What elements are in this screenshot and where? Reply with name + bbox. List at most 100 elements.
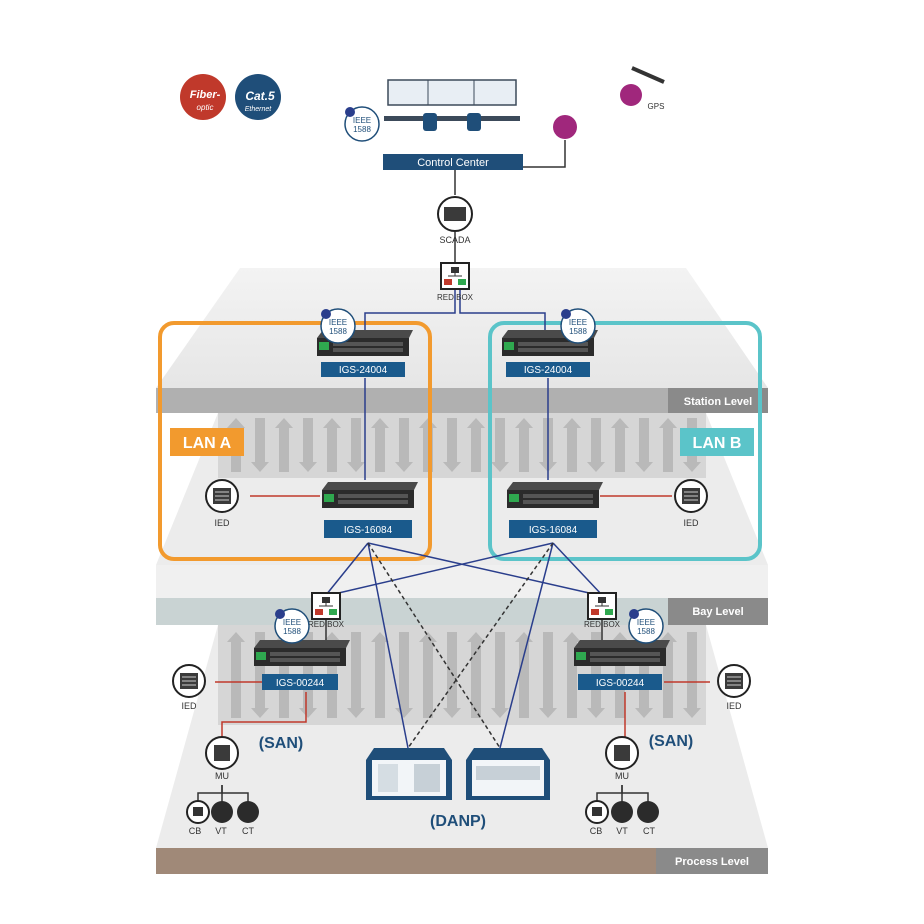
lan-a-box [158,321,432,561]
mu-right: MU [605,736,639,781]
corridor-arrow [251,418,269,472]
scada-label: SCADA [439,235,470,245]
svg-text:Fiber-: Fiber- [190,89,221,101]
corridor-arrow [587,418,605,472]
process-level-tag [656,848,768,874]
link-b-danp-2 [499,542,554,749]
svg-text:1588: 1588 [569,327,587,336]
svg-text:IED: IED [726,701,742,711]
switch-igs-00244-left: IGS-00244 [254,640,350,690]
corridor-arrow [227,632,245,718]
svg-text:IGS-24004: IGS-24004 [524,365,573,376]
svg-text:IEEE: IEEE [329,318,347,327]
corridor-arrow [419,632,437,718]
svg-text:MU: MU [215,771,229,781]
control-center-label: Control Center [417,157,489,169]
link-bay-mu-left [221,692,307,738]
svg-text:IEEE: IEEE [283,618,301,627]
bay-level-tag [668,598,768,625]
corridor-arrow [323,418,341,472]
ied-station-right: IED [674,479,708,528]
link-redbox-lan-b [459,290,546,332]
san-label-left: (SAN) [259,735,303,752]
ied-station-left: IED [205,479,239,528]
svg-text:Cat.5: Cat.5 [245,89,275,103]
danp-device-2 [466,748,550,800]
gps-satellite-icon: GPS [620,66,665,111]
corridor-arrow [635,418,653,472]
svg-text:RED BOX: RED BOX [308,620,345,629]
corridor-arrow [299,418,317,472]
sensors-right: CB VT CT [585,800,659,836]
corridor-arrow [347,418,365,472]
corridor-arrow [611,418,629,472]
svg-text:IED: IED [181,701,197,711]
svg-text:optic: optic [197,103,214,112]
lan-b-label: LAN B [693,435,742,452]
station-level-tag [668,388,768,413]
corridor-arrow [515,632,533,718]
link-b-left-redbox [329,542,554,596]
svg-text:Ethernet: Ethernet [245,106,273,113]
fiber-optic-badge: Fiber- optic [180,74,226,120]
svg-text:IED: IED [214,518,230,528]
red-box-bay-right: RED BOX [584,592,621,629]
svg-text:IGS-16084: IGS-16084 [529,525,578,536]
ieee-1588-icon-lan-a: IEEE 1588 [320,308,356,344]
bay-band-top [156,565,768,598]
mu-left: MU [205,736,239,781]
ied-bay-right: IED [717,664,751,711]
sensors-left: CB VT CT [186,800,259,836]
ieee-1588-icon-bay-right: IEEE 1588 [628,608,664,644]
station-band [156,268,768,388]
cb-label-right: CB [590,826,603,836]
gps-label: GPS [648,102,665,111]
link-a-danp-1 [367,542,409,749]
cb-label-left: CB [189,826,202,836]
svg-text:MU: MU [615,771,629,781]
vt-label-left: VT [215,826,227,836]
scada-server: SCADA [437,196,473,245]
svg-text:1588: 1588 [637,627,655,636]
corridor-arrow [371,418,389,472]
lan-a-label: LAN A [183,435,232,452]
link-b-right-redbox [552,542,603,596]
svg-text:IED: IED [683,518,699,528]
red-box-top: RED BOX [437,262,474,302]
svg-text:IGS-24004: IGS-24004 [339,365,388,376]
switch-igs-16084-a: IGS-16084 [322,482,418,538]
station-arrow-corridor [218,413,706,478]
danp-label: (DANP) [430,813,486,830]
control-center: Control Center [383,79,523,170]
lan-b-tag [680,428,754,456]
switch-igs-24004-b: IGS-24004 [502,330,598,377]
link-redbox-lan-a [364,290,456,332]
link-cc-wifi [522,140,566,168]
ieee-1588-icon-lan-b: IEEE 1588 [560,308,596,344]
corridor-arrow [491,632,509,718]
corridor-arrow [515,418,533,472]
svg-text:IGS-00244: IGS-00244 [596,678,645,689]
danp-device-1 [366,748,452,800]
corridor-arrow [275,418,293,472]
corridor-arrow [443,418,461,472]
process-level-label: Process Level [675,856,749,868]
corridor-arrow [539,632,557,718]
ieee-1588-icon-cc: IEEE 1588 [344,106,380,142]
corridor-arrow [467,418,485,472]
red-box-bay-left: RED BOX [308,592,345,629]
corridor-arrow [683,632,701,718]
svg-text:1588: 1588 [353,125,371,134]
switch-igs-24004-a: IGS-24004 [317,330,413,377]
svg-text:1588: 1588 [283,627,301,636]
corridor-arrow [395,632,413,718]
ct-label-right: CT [643,826,655,836]
svg-text:IGS-16084: IGS-16084 [344,525,393,536]
corridor-arrow [443,632,461,718]
corridor-arrow [563,418,581,472]
vt-label-right: VT [616,826,628,836]
cat5-ethernet-badge: Cat.5 Ethernet [235,74,281,120]
bay-level-bar [156,598,768,625]
svg-text:IGS-00244: IGS-00244 [276,678,325,689]
svg-text:RED BOX: RED BOX [584,620,621,629]
